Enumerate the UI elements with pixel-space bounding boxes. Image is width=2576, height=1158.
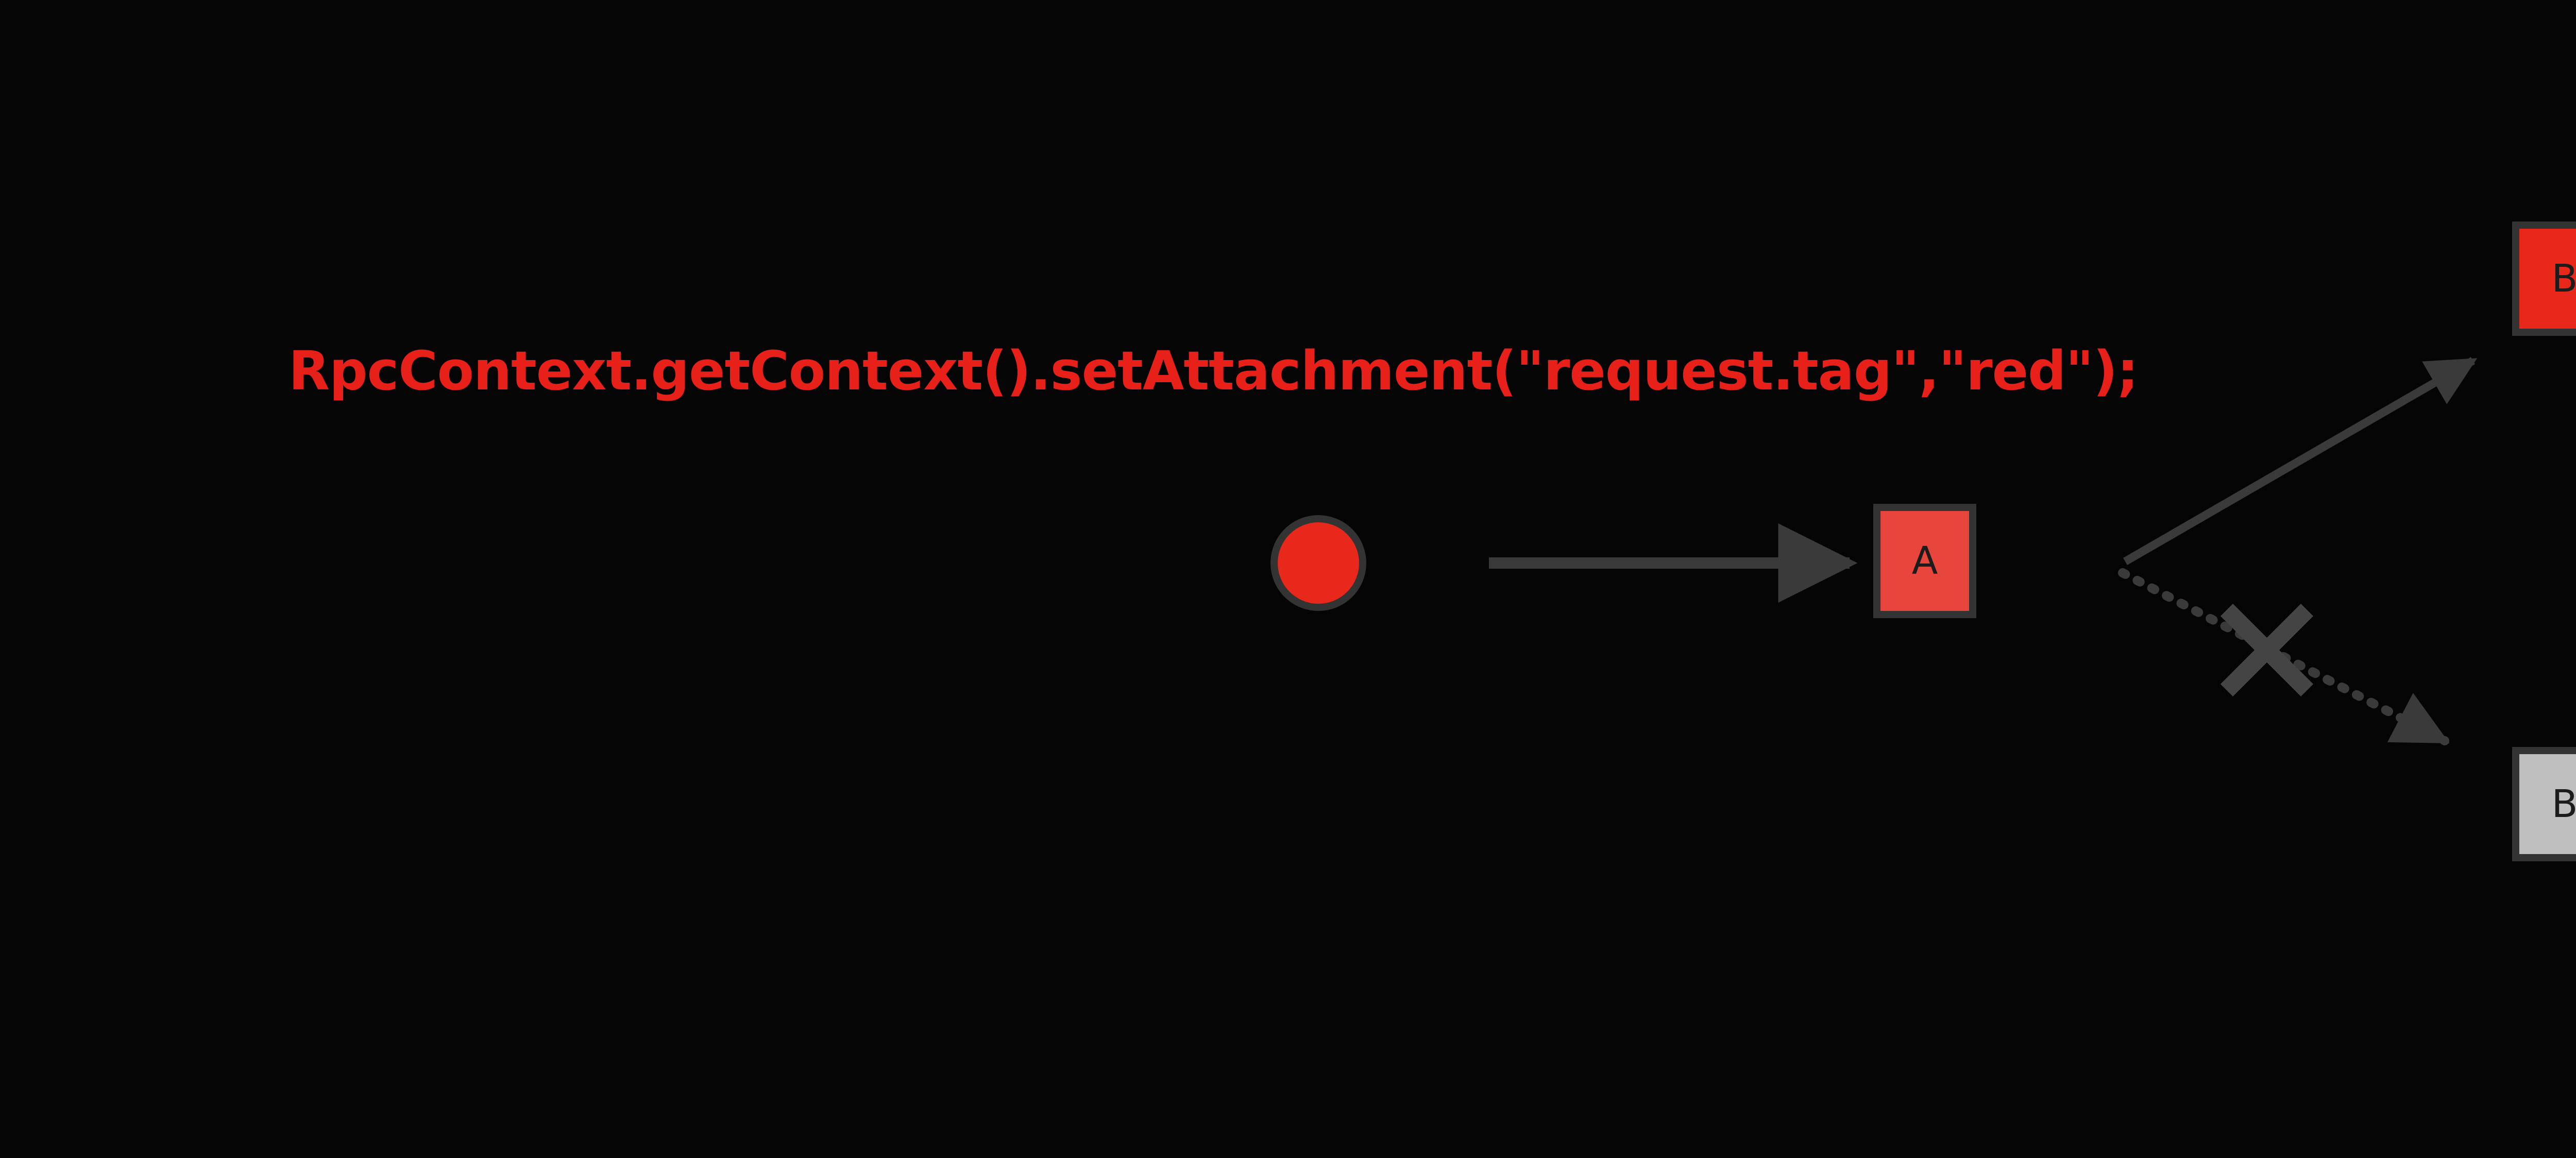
node-b-tagged[interactable]: B	[2512, 222, 2576, 336]
node-start-circle[interactable]	[1270, 515, 1366, 611]
node-a[interactable]: A	[1873, 504, 1976, 618]
block-x-icon	[2220, 603, 2314, 697]
node-b-tagged-label: B	[2551, 257, 2576, 301]
node-b-plain-label: B	[2551, 782, 2576, 826]
attachment-code-annotation: RpcContext.getContext().setAttachment("r…	[289, 339, 2139, 402]
node-a-label: A	[1911, 539, 1938, 583]
node-b-plain[interactable]: B	[2512, 747, 2576, 861]
edge-a-to-b-tagged	[2123, 357, 2478, 565]
